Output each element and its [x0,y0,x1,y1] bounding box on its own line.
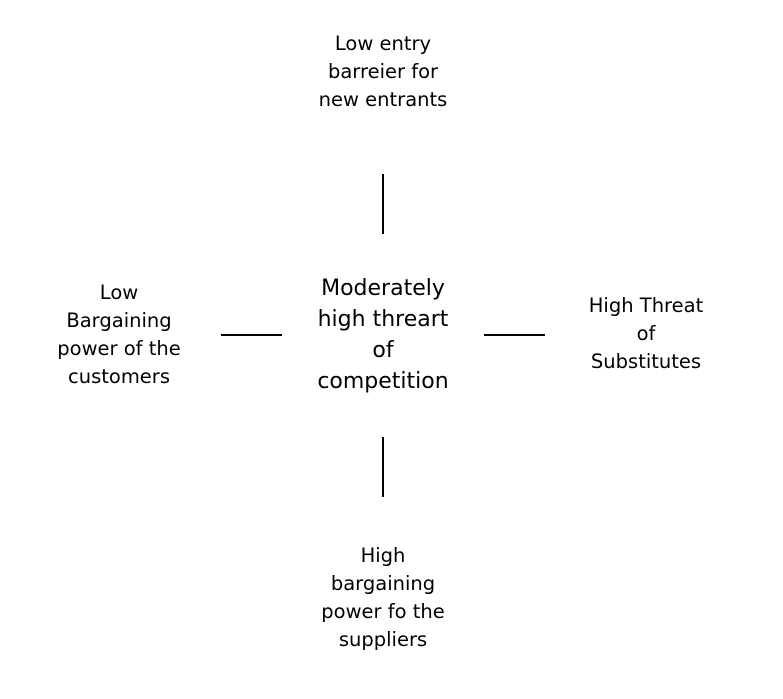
right-node-substitutes: High Threat of Substitutes [588,294,704,373]
center-node-competition: Moderately high threart of competition [317,276,449,394]
connector-top [382,174,384,234]
top-node-new-entrants: Low entry barreier for new entrants [318,32,448,111]
bottom-node-suppliers: High bargaining power fo the suppliers [321,544,445,651]
connector-left [221,334,282,336]
connector-bottom [382,437,384,497]
connector-right [484,334,545,336]
left-node-customers: Low Bargaining power of the customers [57,281,181,388]
